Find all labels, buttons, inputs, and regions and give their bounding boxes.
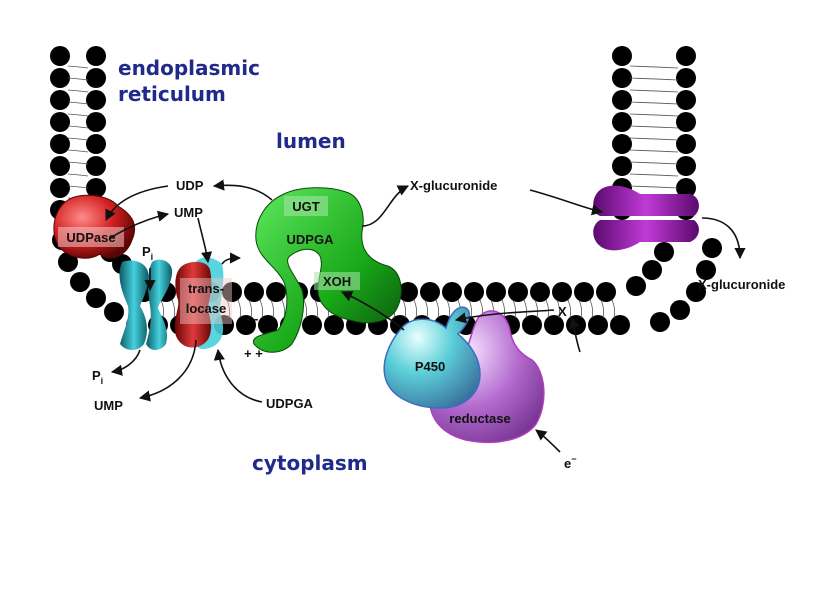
lipid-head — [86, 178, 106, 198]
udpase-enzyme: UDPase — [53, 194, 136, 259]
lipid-head — [236, 315, 256, 335]
lipid-head — [686, 282, 706, 302]
lipid-head — [612, 134, 632, 154]
udpase-label: UDPase — [66, 230, 115, 245]
lipid-head — [70, 272, 90, 292]
xoh-label: XOH — [323, 274, 351, 289]
lipid-head — [50, 134, 70, 154]
lipid-head — [696, 260, 716, 280]
lipid-head — [588, 315, 608, 335]
lipid-head — [642, 260, 662, 280]
lipid-head — [612, 68, 632, 88]
lipid-head — [544, 315, 564, 335]
lipid-head — [530, 282, 550, 302]
lipid-head — [420, 282, 440, 302]
udp-label: UDP — [176, 178, 204, 193]
er-label-line1: endoplasmic — [118, 56, 260, 80]
lumen-label: lumen — [276, 129, 346, 153]
lipid-head — [552, 282, 572, 302]
lipid-head — [86, 46, 106, 66]
lipid-head — [50, 46, 70, 66]
lipid-head — [676, 156, 696, 176]
lipid-head — [86, 156, 106, 176]
pi-cyto-label: Pi — [92, 368, 103, 386]
lipid-head — [522, 315, 542, 335]
lipid-head — [612, 156, 632, 176]
lipid-head — [324, 315, 344, 335]
udpga-bound-label: UDPGA — [287, 232, 335, 247]
cytoplasm-label: cytoplasm — [252, 451, 368, 475]
p450-label: P450 — [415, 359, 445, 374]
lipid-head — [86, 112, 106, 132]
positive-charges: + + — [244, 346, 263, 361]
lipid-head — [676, 112, 696, 132]
lipid-head — [574, 282, 594, 302]
electron-label: e− — [564, 454, 577, 471]
lipid-head — [610, 315, 630, 335]
lipid-head — [86, 134, 106, 154]
lipid-head — [670, 300, 690, 320]
lipid-head — [654, 242, 674, 262]
x-glucuronide-cyto-label: X-glucuronide — [698, 277, 785, 292]
p450-enzyme: P450 — [383, 306, 481, 409]
lipid-head — [398, 282, 418, 302]
lipid-head — [266, 282, 286, 302]
lipid-head — [676, 178, 696, 198]
ugt-label: UGT — [292, 199, 320, 214]
er-label-line2: reticulum — [118, 82, 226, 106]
udpga-cyto-label: UDPGA — [266, 396, 314, 411]
lipid-head — [86, 68, 106, 88]
lipid-head — [612, 112, 632, 132]
lipid-head — [442, 282, 462, 302]
lipid-head — [58, 252, 78, 272]
lipid-head — [464, 282, 484, 302]
lipid-head — [50, 68, 70, 88]
lipid-head — [50, 178, 70, 198]
lipid-head — [50, 90, 70, 110]
x-label: X — [558, 304, 567, 319]
lipid-head — [508, 282, 528, 302]
lipid-head — [676, 90, 696, 110]
ump-cyto-label: UMP — [94, 398, 123, 413]
negative-charges: - - — [246, 311, 258, 326]
ump-lumen-label: UMP — [174, 205, 203, 220]
ugt-enzyme: UGT UDPGA XOH — [252, 187, 402, 353]
translocase-label-2: locase — [186, 301, 226, 316]
x-glucuronide-lumen-label: X-glucuronide — [410, 178, 497, 193]
lipid-head — [302, 315, 322, 335]
lipid-head — [676, 46, 696, 66]
lipid-head — [676, 68, 696, 88]
lipid-head — [86, 288, 106, 308]
lipid-head — [50, 156, 70, 176]
lipid-head — [676, 134, 696, 154]
lipid-head — [612, 90, 632, 110]
translocase-label-1: trans- — [188, 281, 224, 296]
lipid-head — [222, 282, 242, 302]
reaction-arrows — [105, 179, 746, 453]
lipid-head — [612, 46, 632, 66]
lipid-head — [566, 315, 586, 335]
translocase-protein: trans- locase — [174, 257, 232, 349]
lipid-head — [50, 112, 70, 132]
lipid-head — [104, 302, 124, 322]
lipid-head — [86, 90, 106, 110]
lipid-head — [626, 276, 646, 296]
lipid-head — [650, 312, 670, 332]
reductase-label: reductase — [449, 411, 510, 426]
pi-lumen-label: Pi — [142, 244, 153, 262]
pi-channel — [119, 259, 173, 350]
lipid-head — [596, 282, 616, 302]
lipid-head — [702, 238, 722, 258]
x-glucuronide-transporter — [593, 185, 699, 251]
lipid-head — [258, 315, 278, 335]
lipid-head — [486, 282, 506, 302]
lipid-head — [244, 282, 264, 302]
